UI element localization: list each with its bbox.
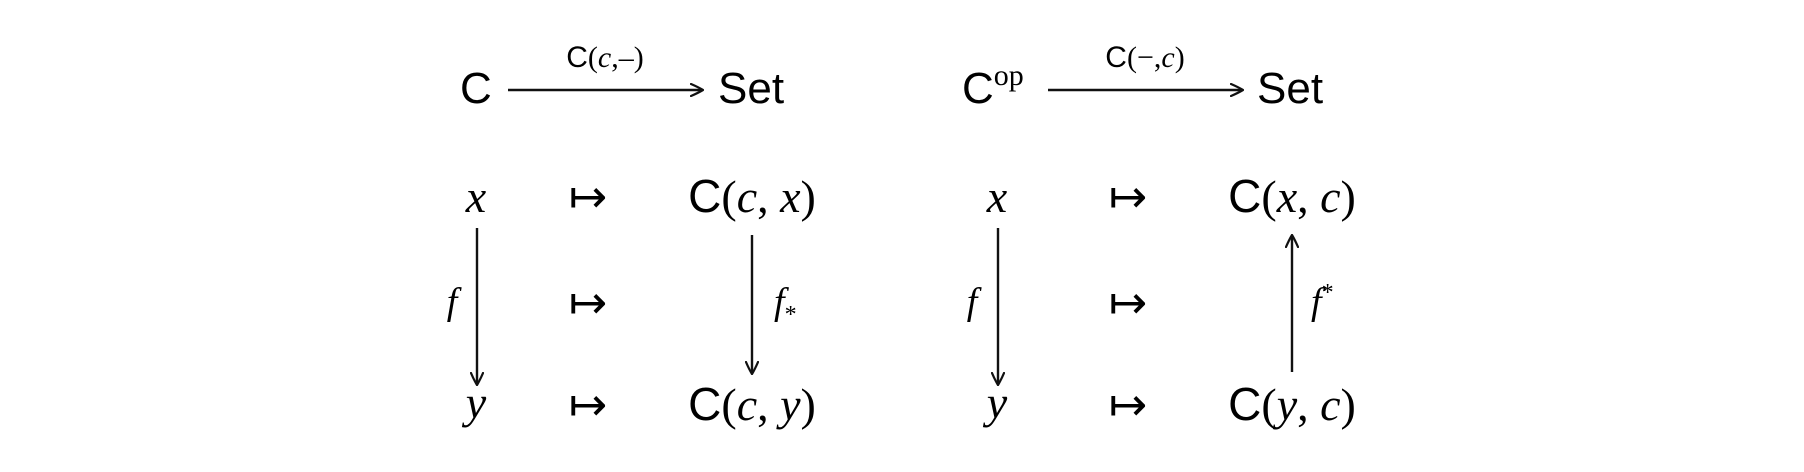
right-image-bottom: C(y, c) (1228, 378, 1356, 430)
left-mapsto-middle: ↦ (569, 277, 608, 328)
left-object-x: x (465, 171, 487, 222)
left-mapsto-top: ↦ (569, 171, 608, 222)
right-codomain-set: Set (1257, 64, 1323, 113)
right-diagram: Set --> Cop C(−,c) Set x ↦ C(x, c) f ↦ f… (962, 41, 1356, 430)
left-image-morphism-label: f* (774, 281, 797, 328)
right-mapsto-middle: ↦ (1109, 277, 1148, 328)
left-object-y: y (462, 377, 487, 428)
left-codomain-set: Set (718, 64, 784, 113)
right-mapsto-bottom: ↦ (1109, 379, 1148, 430)
right-morphism-label-f: f (967, 281, 982, 323)
left-functor-label: C(c,–) (566, 41, 644, 74)
right-object-y: y (983, 377, 1008, 428)
right-object-x: x (986, 171, 1008, 222)
left-mapsto-bottom: ↦ (569, 379, 608, 430)
left-image-bottom: C(c, y) (688, 378, 816, 430)
left-domain-category: C (460, 64, 492, 113)
left-morphism-label-f: f (447, 281, 462, 323)
right-domain-category: Cop (962, 59, 1024, 113)
right-image-morphism-label: f* (1311, 280, 1334, 323)
right-image-top: C(x, c) (1228, 170, 1356, 222)
left-image-top: C(c, x) (688, 170, 816, 222)
right-mapsto-top: ↦ (1109, 171, 1148, 222)
right-functor-label: C(−,c) (1105, 41, 1184, 74)
left-diagram: Set --> C C(c,–) Set x ↦ C(c, x) f ↦ f* … (447, 41, 816, 430)
